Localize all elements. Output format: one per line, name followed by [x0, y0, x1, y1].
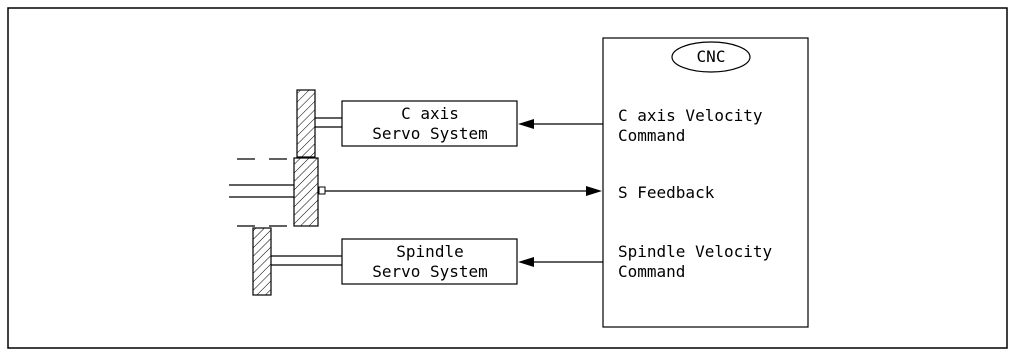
spindle-command-label-line1: Spindle Velocity [618, 242, 772, 261]
spindle-command-label-line2: Command [618, 262, 685, 281]
feedback-sensor [318, 186, 326, 195]
outer-frame [7, 7, 1008, 349]
c-axis-servo-box [341, 100, 518, 147]
spindle-servo-label-line2: Servo System [372, 262, 488, 281]
s-feedback-arrowhead [586, 186, 602, 196]
c-axis-command-label-line1: C axis Velocity [618, 106, 763, 125]
main-spindle-gear [293, 157, 319, 227]
cnc-title: CNC [697, 47, 726, 66]
cnc-title-oval [671, 41, 751, 73]
c-axis-servo-label-line2: Servo System [372, 124, 488, 143]
c-axis-gear [296, 89, 316, 158]
s-feedback-label: S Feedback [618, 183, 715, 202]
spindle-servo-label-line1: Spindle [396, 242, 463, 261]
spindle-servo-box [341, 238, 518, 285]
spindle-gear [252, 227, 272, 296]
spindle-command-arrowhead [518, 257, 534, 267]
cnc-box [602, 37, 809, 328]
c-axis-command-arrowhead [518, 119, 534, 129]
c-axis-command-label-line2: Command [618, 126, 685, 145]
c-axis-servo-label-line1: C axis [401, 104, 459, 123]
